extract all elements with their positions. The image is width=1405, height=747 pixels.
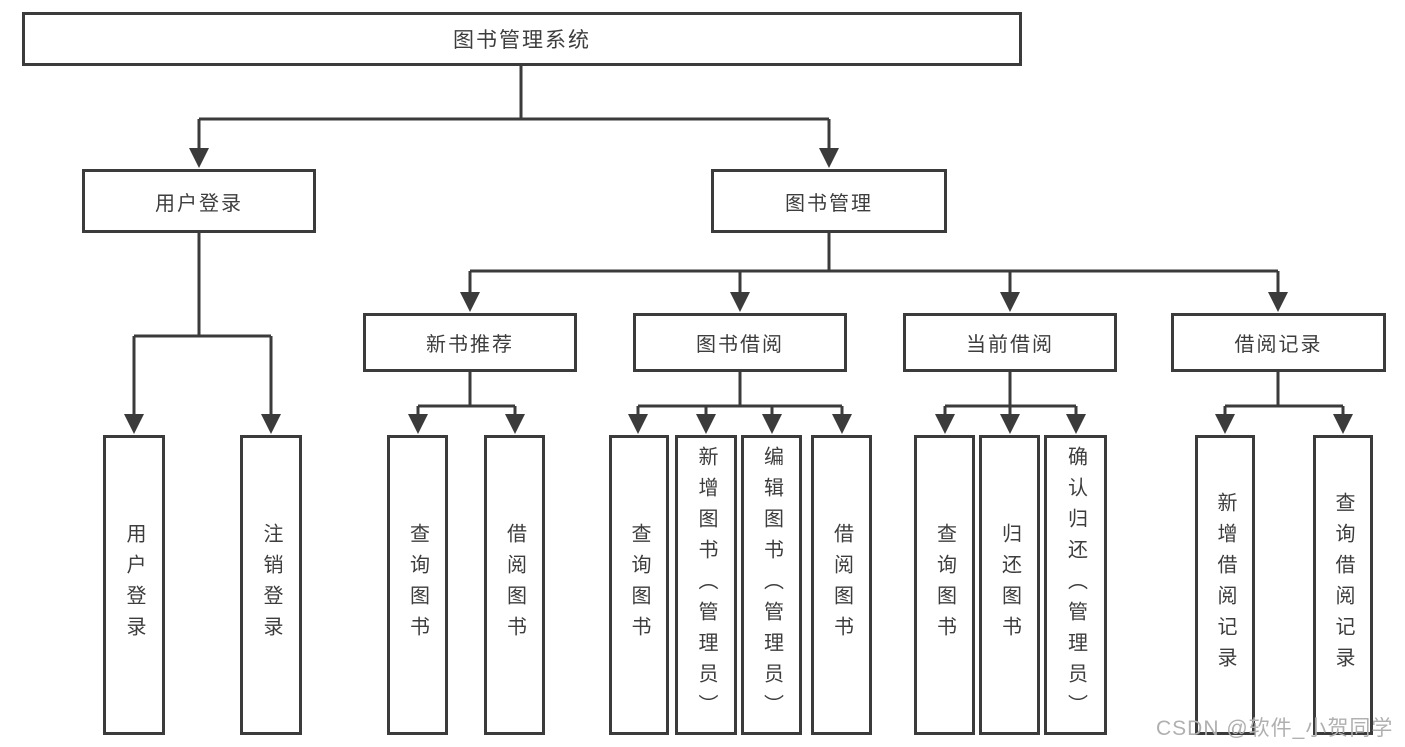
- node-return-books: 归还图书: [979, 435, 1040, 735]
- node-book-borrowing: 图书借阅: [633, 313, 847, 372]
- node-query-books-borrowing: 查询图书: [609, 435, 669, 735]
- node-borrowing-records: 借阅记录: [1171, 313, 1386, 372]
- node-library-management-system: 图书管理系统: [22, 12, 1022, 66]
- node-confirm-return-admin: 确认归还（管理员）: [1044, 435, 1107, 735]
- node-add-books-admin: 新增图书（管理员）: [675, 435, 737, 735]
- node-borrow-books-recommend: 借阅图书: [484, 435, 545, 735]
- node-new-book-recommend: 新书推荐: [363, 313, 577, 372]
- node-add-borrow-record: 新增借阅记录: [1195, 435, 1255, 735]
- node-logout: 注销登录: [240, 435, 302, 735]
- node-user-login: 用户登录: [82, 169, 316, 233]
- node-query-books-current: 查询图书: [914, 435, 975, 735]
- node-edit-books-admin: 编辑图书（管理员）: [741, 435, 802, 735]
- node-query-borrow-record: 查询借阅记录: [1313, 435, 1373, 735]
- node-query-books-recommend: 查询图书: [387, 435, 448, 735]
- node-book-management: 图书管理: [711, 169, 947, 233]
- node-current-borrowing: 当前借阅: [903, 313, 1117, 372]
- node-user-login-leaf: 用户登录: [103, 435, 165, 735]
- csdn-watermark: CSDN @软件_小贺同学: [1156, 717, 1394, 740]
- node-borrow-books: 借阅图书: [811, 435, 872, 735]
